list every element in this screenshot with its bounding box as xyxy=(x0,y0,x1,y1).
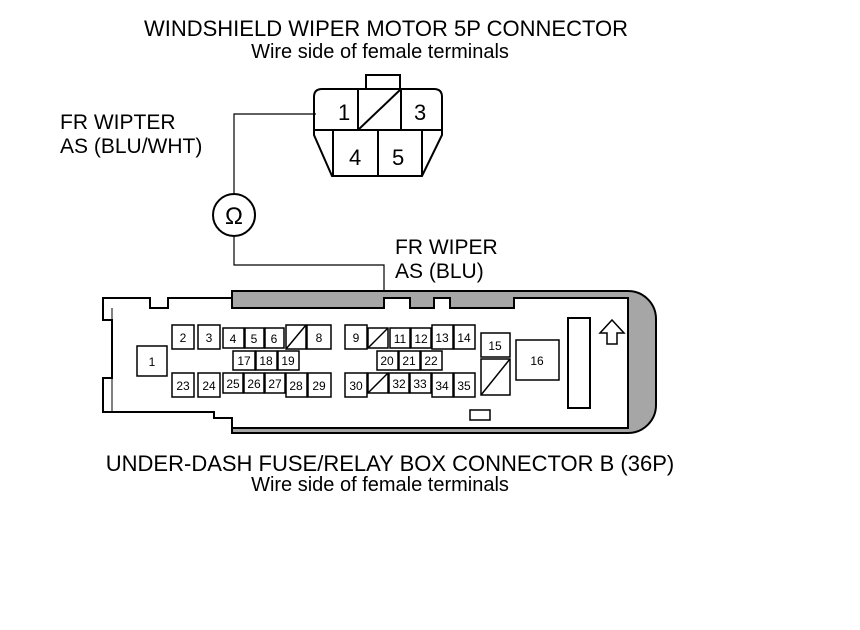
cavity xyxy=(285,372,308,398)
cavity xyxy=(264,372,286,394)
pin-label: 1 xyxy=(149,355,156,369)
pin-label: 16 xyxy=(530,354,544,368)
cavity xyxy=(398,350,421,371)
right-wire-label-line1: FR WIPER xyxy=(395,236,498,259)
cavity xyxy=(431,324,454,350)
left-test-lead xyxy=(233,113,316,195)
cavity xyxy=(480,332,511,358)
top-pin-label: 4 xyxy=(349,145,361,170)
cavity xyxy=(244,327,265,349)
cavity xyxy=(515,339,560,381)
cavity xyxy=(222,327,245,349)
cavity xyxy=(344,372,368,398)
pin-label: 18 xyxy=(259,354,273,368)
cavity xyxy=(409,372,432,394)
top-pin-label: 5 xyxy=(392,145,404,170)
cavity xyxy=(389,327,411,349)
cavity xyxy=(344,324,368,350)
cavity xyxy=(431,372,454,398)
pin-label: 21 xyxy=(402,354,416,368)
cavity xyxy=(277,350,300,371)
cavity xyxy=(376,350,399,371)
cavity xyxy=(222,372,244,394)
cavity xyxy=(136,345,168,377)
cavity xyxy=(232,350,256,371)
top-connector-title: WINDSHIELD WIPER MOTOR 5P CONNECTOR xyxy=(143,16,629,41)
pin-label: 34 xyxy=(435,379,449,393)
pin-label: 20 xyxy=(380,354,394,368)
pin-label: 17 xyxy=(237,354,251,368)
pin-label: 8 xyxy=(316,331,323,345)
pin-label: 33 xyxy=(413,377,427,391)
pin-label: 25 xyxy=(226,377,240,391)
pin-label: 19 xyxy=(281,354,295,368)
bottom-connector-title: UNDER-DASH FUSE/RELAY BOX CONNECTOR B (3… xyxy=(105,451,675,476)
pin-label: 27 xyxy=(268,377,282,391)
pin-label: 30 xyxy=(349,379,363,393)
cavity xyxy=(306,324,332,350)
pin-label: 13 xyxy=(435,331,449,345)
ohmmeter-icon: Ω xyxy=(212,193,256,237)
pin-label: 2 xyxy=(180,331,187,345)
cavity xyxy=(388,372,410,394)
right-wire-label-line2: AS (BLU) xyxy=(395,260,484,283)
pin-label: 9 xyxy=(353,331,360,345)
pin-label: 11 xyxy=(394,332,407,346)
pin-label: 6 xyxy=(271,332,278,346)
blank-cavity-slashes xyxy=(285,324,511,396)
pin-label: 22 xyxy=(424,354,438,368)
bottom-connector-cavities xyxy=(136,324,560,398)
pin-label: 23 xyxy=(176,379,190,393)
bottom-pin-labels: 1 2 3 4 5 6 8 9 11 12 13 14 15 16 17 18 … xyxy=(149,331,544,393)
cavity xyxy=(453,372,476,398)
top-connector-blank-slash xyxy=(357,88,402,131)
pin-label: 24 xyxy=(202,379,216,393)
left-wire-label-line2: AS (BLU/WHT) xyxy=(60,135,203,158)
pin-label: 14 xyxy=(457,331,471,345)
up-arrow-icon xyxy=(598,318,626,345)
pin-label: 3 xyxy=(206,331,213,345)
top-connector xyxy=(313,74,443,177)
pin-label: 28 xyxy=(289,379,303,393)
pin-label: 29 xyxy=(312,379,326,393)
pin-label: 4 xyxy=(230,332,237,346)
pin-label: 35 xyxy=(457,379,471,393)
pin-label: 12 xyxy=(414,332,428,346)
pin-label: 26 xyxy=(247,377,261,391)
ohmmeter-circle xyxy=(212,193,256,237)
cavity xyxy=(307,372,332,398)
cavity xyxy=(197,372,221,398)
bottom-connector-subtitle: Wire side of female terminals xyxy=(251,474,509,496)
top-connector-latch xyxy=(365,74,401,90)
left-wire-label-line1: FR WIPTER xyxy=(60,111,176,134)
top-connector-subtitle: Wire side of female terminals xyxy=(251,41,509,63)
cavity xyxy=(243,372,265,394)
top-pin-label: 1 xyxy=(338,100,350,125)
pin-label: 32 xyxy=(392,377,406,391)
cavity xyxy=(197,324,221,350)
bottom-connector-key xyxy=(567,317,591,409)
top-connector-pins: 1 3 4 5 xyxy=(338,100,426,170)
cavity xyxy=(420,350,443,371)
cavity xyxy=(171,372,195,398)
cavity xyxy=(171,324,195,350)
bottom-connector-tab xyxy=(469,409,491,421)
cavity xyxy=(453,324,476,350)
pin-label: 5 xyxy=(251,332,258,346)
cavity xyxy=(264,327,285,349)
cavity xyxy=(255,350,278,371)
cavity xyxy=(410,327,432,349)
top-pin-label: 3 xyxy=(414,100,426,125)
pin-label: 15 xyxy=(488,339,502,353)
ohm-symbol: Ω xyxy=(225,203,243,230)
